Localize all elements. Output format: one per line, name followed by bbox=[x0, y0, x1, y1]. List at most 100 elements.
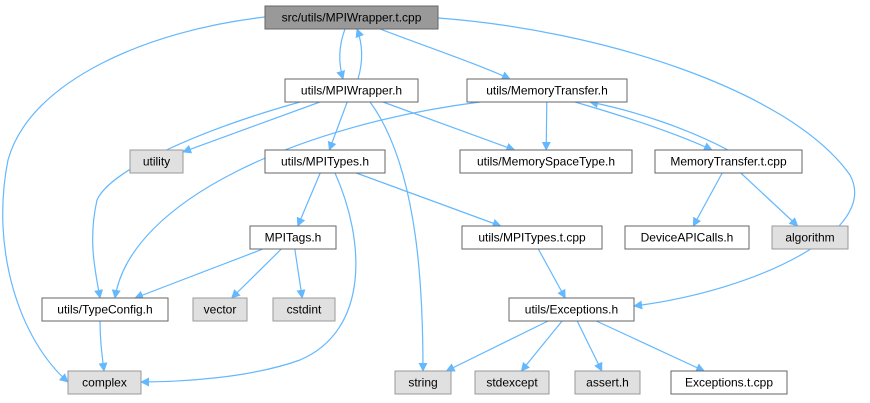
edge-arrow bbox=[692, 172, 723, 227]
node-label: src/utils/MPIWrapper.t.cpp bbox=[282, 11, 422, 25]
node-box bbox=[249, 225, 337, 250]
node-label: string bbox=[408, 376, 437, 390]
node-label: utils/MemoryTransfer.h bbox=[486, 84, 608, 98]
edge-arrow bbox=[231, 248, 282, 299]
node-label: utils/MemorySpaceType.h bbox=[477, 155, 615, 169]
edge-root-to-exceptions_h bbox=[437, 17, 856, 310]
node-label: utils/MPITypes.h bbox=[281, 155, 369, 169]
edge-mpiwrapper_h-to-mpitypes_h bbox=[327, 101, 348, 151]
edge-exceptions_h-to-stdexcept bbox=[520, 320, 563, 372]
edge-mpiwrapper_h-to-typeconfig_h bbox=[92, 101, 301, 299]
edge-memtransfer_tcpp-to-algorithm bbox=[740, 172, 799, 227]
node-box bbox=[41, 297, 169, 322]
edge-mpitypes_h-to-complex bbox=[140, 172, 357, 387]
edge-arrow bbox=[537, 248, 566, 299]
node-box bbox=[771, 225, 849, 250]
edge-arrow bbox=[596, 320, 706, 372]
edge-memtransfer_h-to-memspacetype_h bbox=[541, 101, 551, 151]
node-box bbox=[192, 297, 248, 322]
edges-layer bbox=[2, 16, 856, 387]
node-exceptions-h[interactable]: utils/Exceptions.h bbox=[508, 297, 635, 322]
nodes-layer: src/utils/MPIWrapper.t.cpp utils/MPIWrapp… bbox=[41, 5, 849, 395]
node-complex: complex bbox=[67, 370, 142, 395]
node-label: vector bbox=[204, 303, 237, 317]
edge-arrow bbox=[740, 172, 799, 227]
node-box bbox=[394, 370, 452, 395]
node-exceptions-tcpp[interactable]: Exceptions.t.cpp bbox=[670, 370, 788, 395]
node-box bbox=[574, 370, 641, 395]
node-box bbox=[670, 370, 788, 395]
edge-arrow bbox=[437, 17, 856, 310]
edge-mpiwrapper_h-to-utility bbox=[182, 101, 321, 154]
node-mpitags-h[interactable]: MPITags.h bbox=[249, 225, 337, 250]
edge-arrow bbox=[382, 101, 516, 152]
node-box bbox=[67, 370, 142, 395]
edge-mpiwrapper_h-to-memspacetype_h bbox=[382, 101, 516, 152]
edge-arrow bbox=[379, 28, 511, 80]
node-typeconfig-h[interactable]: utils/TypeConfig.h bbox=[41, 297, 169, 322]
edge-arrow bbox=[576, 320, 603, 372]
node-box bbox=[508, 297, 635, 322]
node-cstdint: cstdint bbox=[272, 297, 336, 322]
edge-arrow bbox=[574, 101, 713, 151]
node-memtransfer-tcpp[interactable]: MemoryTransfer.t.cpp bbox=[654, 149, 803, 174]
edge-arrow bbox=[98, 320, 108, 372]
edge-memtransfer_tcpp-to-memtransfer_h bbox=[589, 99, 729, 151]
edge-mpiwrapper_h-to-root bbox=[355, 28, 365, 80]
edge-arrow bbox=[589, 99, 729, 151]
node-box bbox=[264, 5, 439, 30]
node-mpitypes-h[interactable]: utils/MPITypes.h bbox=[264, 149, 386, 174]
edge-memtransfer_h-to-memtransfer_tcpp bbox=[574, 101, 713, 151]
node-memtransfer-h[interactable]: utils/MemoryTransfer.h bbox=[466, 78, 628, 103]
node-box bbox=[461, 225, 603, 250]
edge-arrow bbox=[111, 101, 481, 299]
edge-typeconfig_h-to-complex bbox=[98, 320, 108, 372]
edge-arrow bbox=[445, 320, 549, 372]
node-label: assert.h bbox=[586, 376, 629, 390]
node-box bbox=[284, 78, 419, 103]
node-box bbox=[129, 149, 184, 174]
node-label: utility bbox=[143, 155, 170, 169]
node-box bbox=[459, 149, 633, 174]
node-box bbox=[624, 225, 750, 250]
edge-exceptions_h-to-assert_h bbox=[576, 320, 603, 372]
node-box bbox=[654, 149, 803, 174]
node-utility: utility bbox=[129, 149, 184, 174]
node-stdexcept: stdexcept bbox=[474, 370, 550, 395]
edge-exceptions_h-to-exceptions_tcpp bbox=[596, 320, 706, 372]
node-label: utils/TypeConfig.h bbox=[57, 303, 152, 317]
edge-memtransfer_tcpp-to-deviceapi_h bbox=[692, 172, 723, 227]
edge-arrow bbox=[294, 248, 306, 299]
node-label: utils/Exceptions.h bbox=[525, 303, 618, 317]
edge-mpitags_h-to-vector bbox=[231, 248, 282, 299]
edge-arrow bbox=[369, 101, 428, 372]
node-label: stdexcept bbox=[486, 376, 538, 390]
edge-arrow bbox=[134, 248, 264, 300]
edge-arrow bbox=[182, 101, 321, 154]
node-mpiwrapper-h[interactable]: utils/MPIWrapper.h bbox=[284, 78, 419, 103]
node-mpitypes-tcpp[interactable]: utils/MPITypes.t.cpp bbox=[461, 225, 603, 250]
edge-exceptions_h-to-string bbox=[445, 320, 549, 372]
node-box bbox=[474, 370, 550, 395]
node-vector: vector bbox=[192, 297, 248, 322]
node-box bbox=[466, 78, 628, 103]
edge-mpiwrapper_h-to-string bbox=[369, 101, 428, 372]
edge-mpitypes_tcpp-to-exceptions_h bbox=[537, 248, 566, 299]
node-deviceapi-h[interactable]: DeviceAPICalls.h bbox=[624, 225, 750, 250]
node-memspacetype-h[interactable]: utils/MemorySpaceType.h bbox=[459, 149, 633, 174]
edge-arrow bbox=[356, 172, 502, 228]
edge-mpitags_h-to-typeconfig_h bbox=[134, 248, 264, 300]
node-box bbox=[272, 297, 336, 322]
edge-arrow bbox=[296, 172, 321, 227]
edge-mpitypes_h-to-mpitags_h bbox=[296, 172, 321, 227]
edge-arrow bbox=[355, 28, 365, 80]
node-label: utils/MPITypes.t.cpp bbox=[478, 231, 586, 245]
node-label: DeviceAPICalls.h bbox=[641, 231, 734, 245]
node-label: utils/MPIWrapper.h bbox=[301, 84, 402, 98]
node-assert-h: assert.h bbox=[574, 370, 641, 395]
edge-arrow bbox=[336, 28, 346, 80]
edge-arrow bbox=[2, 16, 266, 383]
node-label: MPITags.h bbox=[265, 231, 322, 245]
node-label: complex bbox=[82, 376, 127, 390]
node-root: src/utils/MPIWrapper.t.cpp bbox=[264, 5, 439, 30]
